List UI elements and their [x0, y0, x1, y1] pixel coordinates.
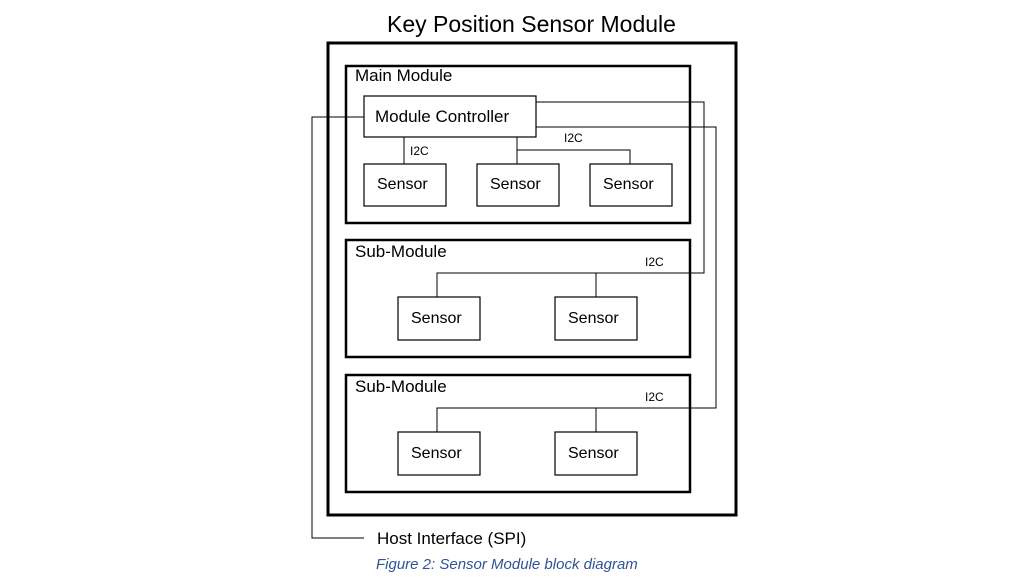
sub1-sensor-label-2: Sensor: [568, 310, 619, 327]
main-sensor-box-2: [476, 163, 560, 207]
sub-module-box-2: [344, 373, 692, 494]
i2c-line-sensor-3: [517, 149, 631, 164]
i2c-line-sub-module-1: [436, 101, 705, 297]
sub1-sensor-box-1: [397, 296, 481, 341]
sub2-sensor-box-1: [397, 431, 481, 476]
sub-module-1-label: Sub-Module: [355, 242, 447, 261]
main-module-label: Main Module: [355, 66, 453, 85]
sub2-sensor-label-1: Sensor: [411, 445, 462, 462]
diagram-title: Key Position Sensor Module: [387, 11, 676, 37]
i2c-label-main-right: I2C: [564, 131, 583, 145]
i2c-label-sub-1: I2C: [645, 255, 664, 269]
main-sensor-label-1: Sensor: [377, 176, 428, 193]
figure-caption: Figure 2: Sensor Module block diagram: [376, 556, 638, 573]
main-sensor-box-1: [363, 163, 447, 207]
main-sensor-label-2: Sensor: [490, 176, 541, 193]
sub2-sensor-label-2: Sensor: [568, 445, 619, 462]
host-interface-line: [311, 116, 364, 539]
module-controller-label: Module Controller: [375, 107, 510, 126]
sub-module-2-label: Sub-Module: [355, 377, 447, 396]
main-sensor-label-3: Sensor: [603, 176, 654, 193]
sub-module-box-1: [344, 238, 692, 359]
i2c-line-sub-module-2: [436, 126, 717, 432]
i2c-label-main-left: I2C: [410, 144, 429, 158]
outer-module-frame: [326, 41, 738, 517]
main-sensor-box-3: [589, 163, 673, 207]
main-module-box: [344, 64, 692, 225]
host-interface-label: Host Interface (SPI): [377, 529, 527, 548]
i2c-label-sub-2: I2C: [645, 390, 664, 404]
sub1-sensor-label-1: Sensor: [411, 310, 462, 327]
